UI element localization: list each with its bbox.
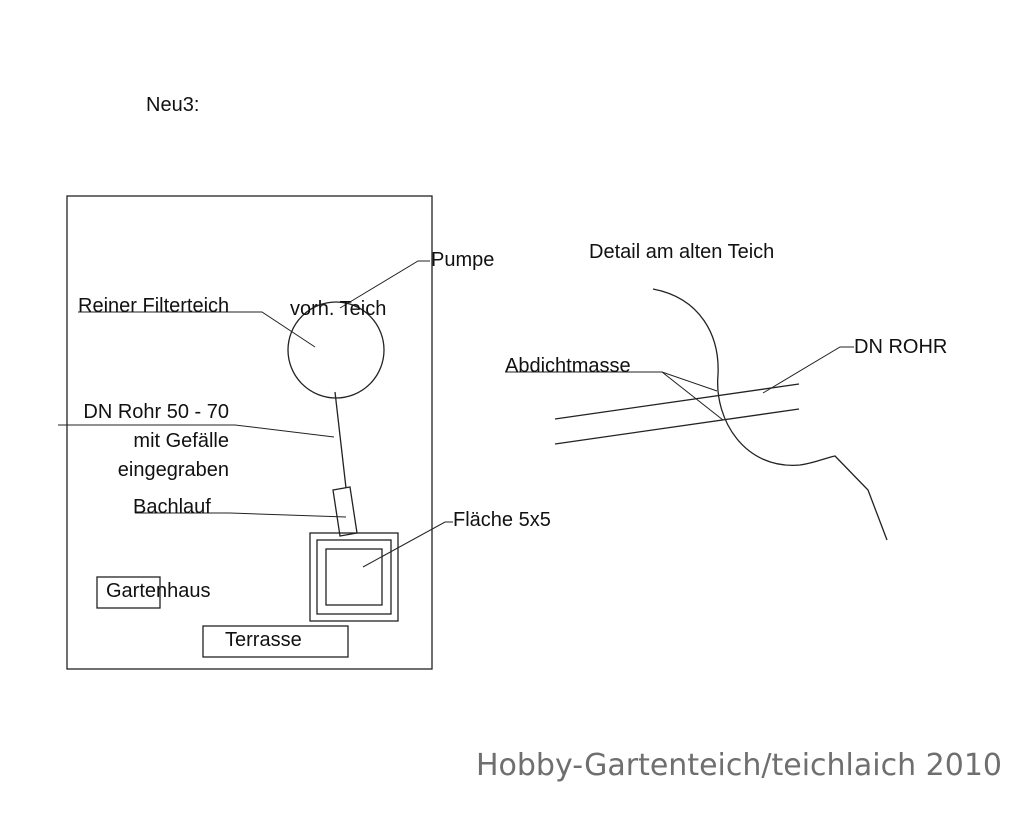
flaeche-label: Fläche 5x5 [453, 509, 551, 531]
pond-edge-curve [652, 288, 888, 541]
drawing-title: Neu3: [146, 94, 199, 116]
pumpe-label: Pumpe [431, 249, 494, 271]
dn-rohr-label-3: eingegraben [118, 459, 229, 481]
pipe-lower-wall [554, 408, 800, 445]
vorh-teich-label: vorh. Teich [290, 298, 386, 320]
filterteich-leader [78, 311, 316, 348]
dn-rohr-leader [58, 424, 335, 438]
terrasse-label: Terrasse [225, 629, 302, 651]
abdichtmasse-label: Abdichtmasse [505, 355, 631, 377]
dn-rohr-label-2: mit Gefälle [133, 430, 229, 452]
detail-title: Detail am alten Teich [589, 241, 774, 263]
pipe-line [334, 391, 347, 489]
gartenhaus-box [96, 576, 161, 609]
watermark-text: Hobby-Gartenteich/teichlaich 2010 [476, 748, 1002, 783]
filterteich-label: Reiner Filterteich [78, 295, 229, 317]
stream-channel [332, 486, 358, 537]
pipe-upper-wall [554, 383, 800, 420]
bachlauf-label: Bachlauf [133, 496, 211, 518]
filter-pond-middle [316, 539, 392, 615]
garden-boundary [66, 195, 433, 670]
flaeche-leader [362, 521, 453, 568]
filter-pond-outer [309, 532, 399, 622]
dn-rohr-label-1: DN Rohr 50 - 70 [83, 401, 229, 423]
pumpe-leader [339, 260, 430, 309]
gartenhaus-label: Gartenhaus [106, 580, 211, 602]
dn-rohr-detail-leader [762, 346, 854, 394]
filter-pond-inner [325, 548, 383, 606]
terrasse-box [202, 625, 349, 658]
bachlauf-leader [135, 512, 347, 518]
abdichtmasse-leader-2 [661, 371, 724, 421]
dn-rohr-detail-label: DN ROHR [854, 336, 947, 358]
